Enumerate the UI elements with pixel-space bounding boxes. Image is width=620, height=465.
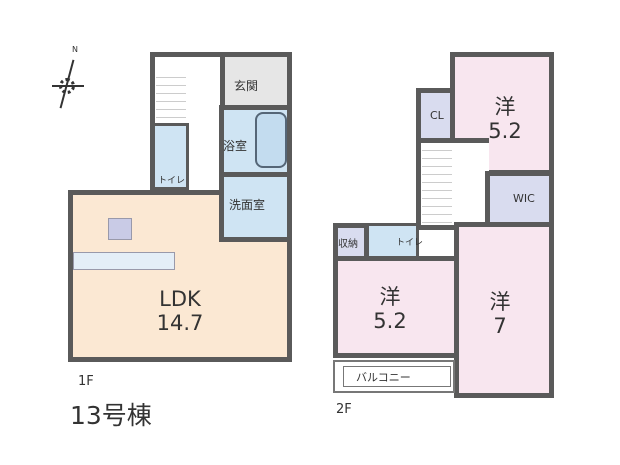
floor1-label: 1F [78, 374, 94, 389]
western-top-name: 洋 [494, 95, 516, 119]
balcony [333, 360, 455, 393]
washroom-label: 洗面室 [229, 198, 266, 212]
kitchen-island [108, 218, 132, 240]
closet-label: CL [430, 109, 444, 122]
western-right-name: 洋 [489, 290, 511, 314]
toilet-2f-label: トイレ [396, 238, 424, 248]
western-room-right [454, 222, 554, 398]
stairs-1f [156, 70, 186, 120]
western-left-name: 洋 [379, 285, 401, 309]
bathtub [255, 112, 287, 168]
washroom [219, 172, 292, 242]
western-left-size: 5.2 [373, 309, 407, 333]
storage-label: 収納 [338, 239, 358, 250]
north-label: N [72, 45, 78, 54]
western-right-size: 7 [493, 314, 507, 338]
ldk-name: LDK [159, 287, 201, 311]
bathroom-label: 浴室 [223, 139, 248, 153]
compass-icon: N [52, 45, 84, 109]
wic-label: WIC [513, 192, 535, 205]
entrance-label: 玄関 [234, 79, 259, 93]
ldk-size: 14.7 [156, 311, 204, 335]
kitchen-counter [73, 252, 175, 270]
balcony-label: バルコニー [356, 371, 411, 384]
western-room-left-label: 洋 5.2 [355, 285, 425, 333]
balcony-inner [343, 366, 451, 387]
building-label: 13号棟 [70, 401, 152, 430]
western-top-size: 5.2 [488, 119, 522, 143]
toilet-1f [152, 123, 189, 190]
stairs-2f [422, 143, 452, 223]
western-room-top-label: 洋 5.2 [470, 95, 540, 143]
western-room-right-label: 洋 7 [465, 290, 535, 338]
toilet-1f-label: トイレ [158, 176, 186, 186]
floor2-label: 2F [336, 402, 352, 417]
ldk-label: LDK 14.7 [140, 287, 220, 335]
